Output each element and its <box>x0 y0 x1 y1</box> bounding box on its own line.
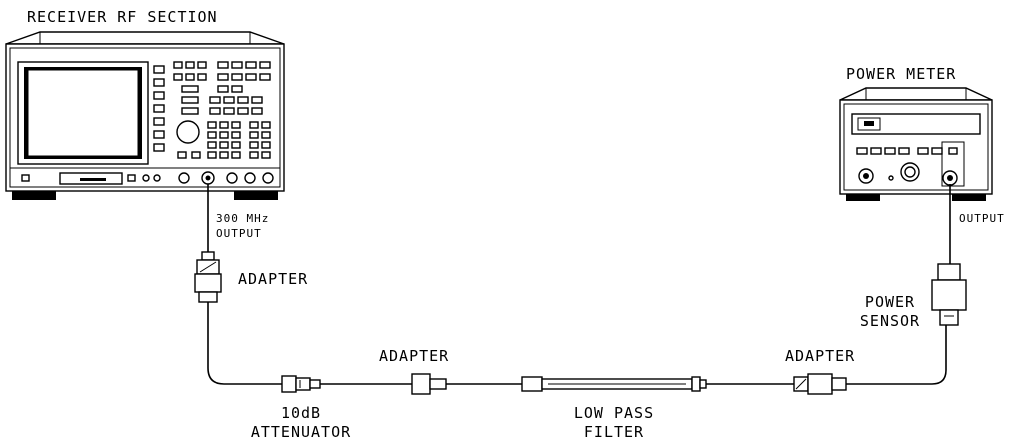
output-300mhz-line1: 300 MHz <box>216 212 269 225</box>
attenuator-label-line2: ATTENUATOR <box>251 423 351 441</box>
power-meter-output-label: OUTPUT <box>959 212 1005 225</box>
adapter-right-label: ADAPTER <box>785 347 855 365</box>
output-300mhz-line2: OUTPUT <box>216 227 262 240</box>
low-pass-filter <box>521 376 707 392</box>
attenuator-label-line1: 10dB <box>281 404 321 422</box>
filter-label-line1: LOW PASS <box>574 404 654 422</box>
attenuator-10db <box>281 375 321 393</box>
adapter-middle-label: ADAPTER <box>379 347 449 365</box>
adapter-left-label: ADAPTER <box>238 270 308 288</box>
power-sensor <box>931 263 967 326</box>
power-meter <box>839 87 993 201</box>
receiver-title: RECEIVER RF SECTION <box>27 8 218 26</box>
filter-label-line2: FILTER <box>584 423 644 441</box>
power-meter-title: POWER METER <box>846 65 956 83</box>
power-sensor-label-line1: POWER <box>865 293 915 311</box>
adapter-right <box>793 373 847 395</box>
receiver-rf-section <box>5 31 285 200</box>
adapter-middle <box>411 373 447 395</box>
power-sensor-label-line2: SENSOR <box>860 312 920 330</box>
adapter-left <box>194 251 222 303</box>
cables <box>207 184 951 385</box>
